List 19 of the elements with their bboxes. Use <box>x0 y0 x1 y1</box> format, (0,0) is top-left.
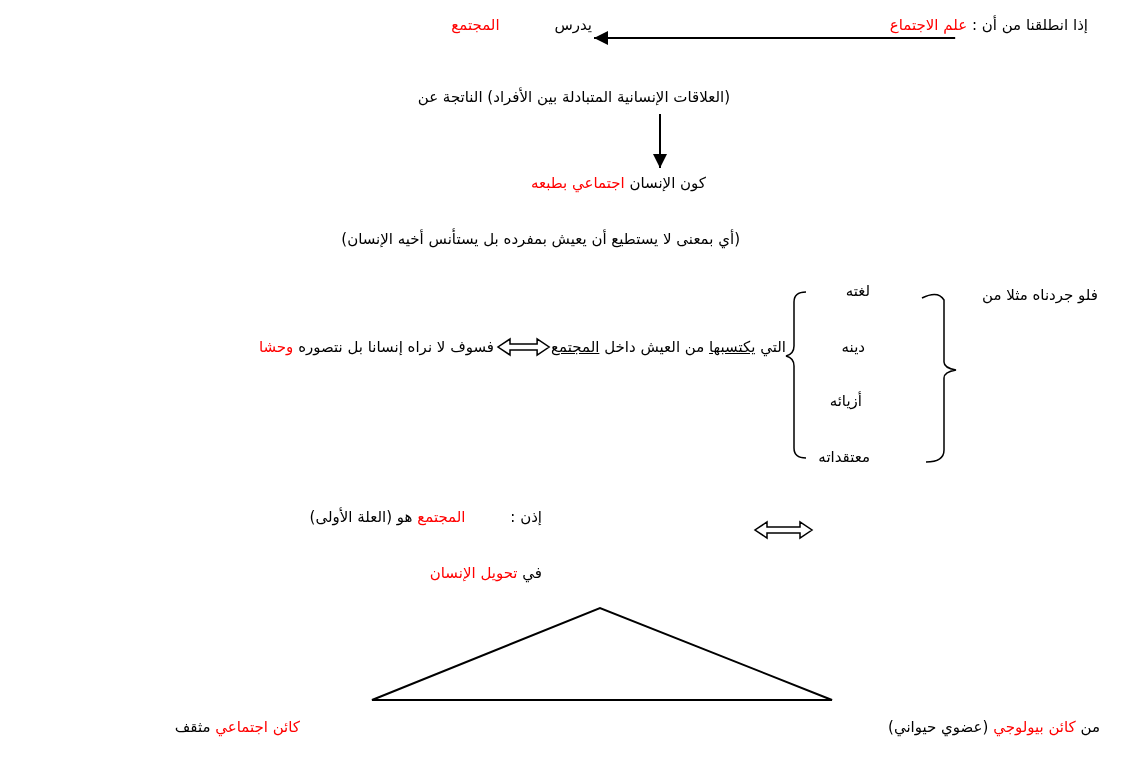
list-item-text: معتقداته <box>818 447 870 468</box>
statement-text: من كائن بيولوجي (عضوي حيواني) <box>888 716 1100 738</box>
statement-text: فلو جردناه مثلا من <box>982 284 1098 306</box>
note-text: (أي بمعنى لا يستطيع أن يعيش بمفرده بل يستأنس أخيه الإنسان) <box>341 228 740 250</box>
statement-text: إذا انطلقنا من أن : علم الاجتماع <box>889 14 1088 36</box>
statement-text: (العلاقات الإنسانية المتبادلة بين الأفراد) الناتجة عن <box>417 86 730 108</box>
statement-text: التي يكتسبها من العيش داخل المجتمع <box>551 336 786 358</box>
statement-text: فسوف لا نراه إنسانا بل نتصوره وحشا <box>258 336 494 358</box>
statement-text: كون الإنسان اجتماعي بطبعه <box>530 172 706 194</box>
statement-text: كائن اجتماعي مثقف <box>174 716 300 738</box>
arrow <box>593 31 957 45</box>
arrow <box>653 113 667 169</box>
list-item-text: دينه <box>841 337 865 358</box>
double-arrow <box>496 337 551 357</box>
statement-text: إذن : المجتمع هو (العلة الأولى) في تحويل الإنسان <box>309 489 542 601</box>
triangle-shape <box>371 606 833 701</box>
list-item-text: لغته <box>845 281 870 302</box>
statement-text: يدرس المجتمع <box>451 14 592 36</box>
list-item-text: أزيائه <box>829 390 862 412</box>
